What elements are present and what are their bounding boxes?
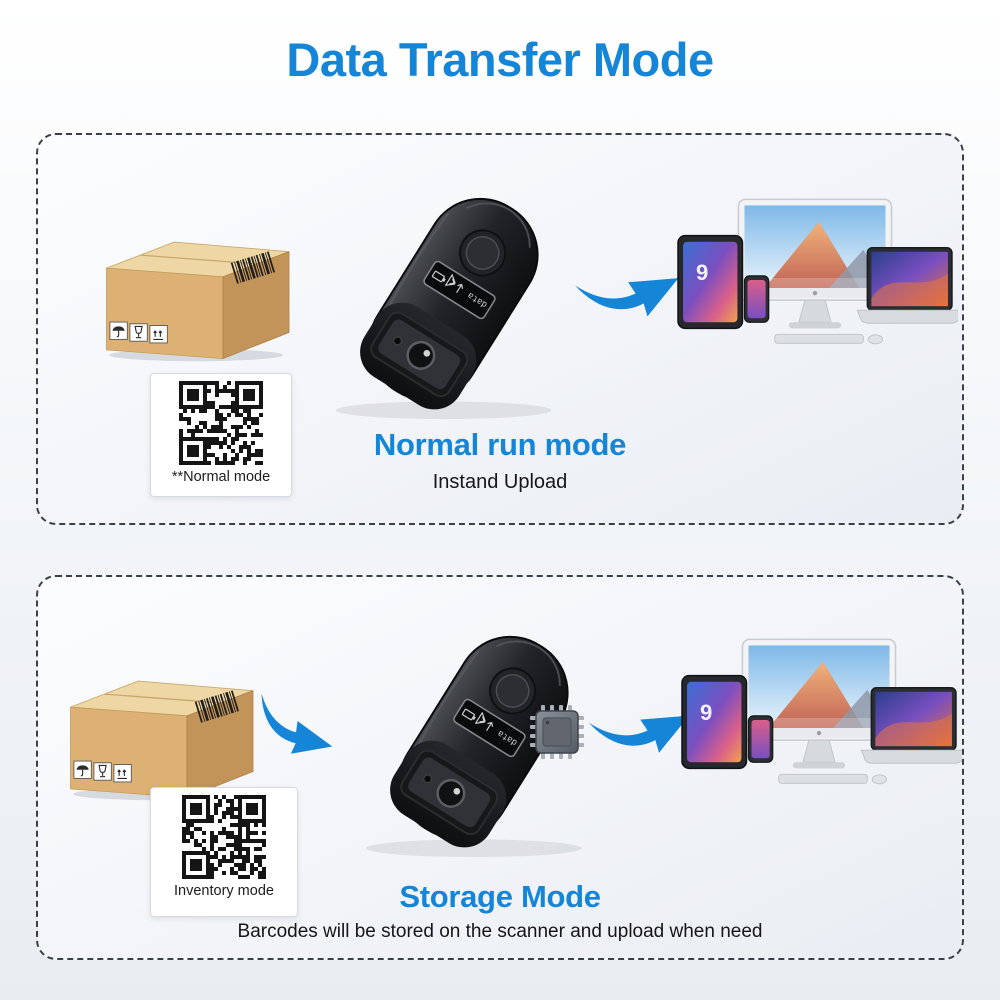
devices-illustration xyxy=(677,198,958,345)
mode-subheading: Instand Upload xyxy=(432,471,568,493)
package-box-illustration xyxy=(69,680,254,801)
qr-label: **Normal mode xyxy=(171,469,271,485)
mode-heading: Storage Mode xyxy=(399,879,601,914)
panel-normal-mode: **Normal mode Normal run mode Instand Up… xyxy=(36,133,964,525)
mode-caption: Barcodes will be stored on the scanner a… xyxy=(237,921,763,942)
mode-heading: Normal run mode xyxy=(373,427,627,462)
memory-chip-icon xyxy=(530,705,584,759)
package-box-illustration xyxy=(105,241,290,362)
qr-card: **Normal mode xyxy=(150,373,292,497)
qr-card: Inventory mode xyxy=(150,787,298,917)
devices-illustration xyxy=(681,638,962,785)
qr-code-icon xyxy=(179,381,263,465)
barcode-scanner-illustration xyxy=(334,177,560,422)
page-title: Data Transfer Mode xyxy=(286,33,714,86)
panel-storage-mode: Inventory mode Storage Mode Barcodes wil… xyxy=(36,575,964,960)
qr-code-icon xyxy=(182,795,266,879)
qr-label: Inventory mode xyxy=(174,883,274,899)
